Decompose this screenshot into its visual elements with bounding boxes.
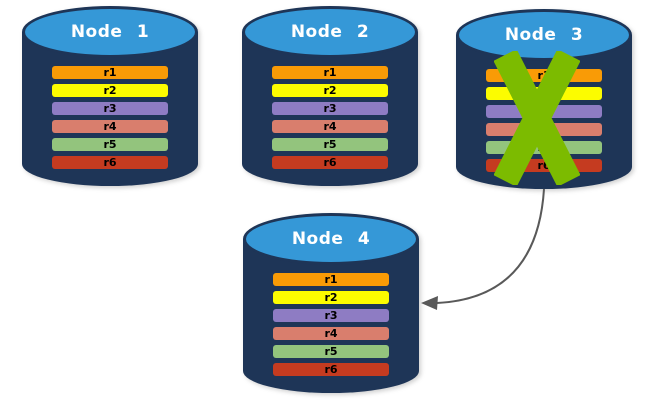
node-3-title: Node 3 <box>504 25 584 45</box>
node-3: Node 3 r1 r2 r3 r4 r5 r6 <box>456 9 632 189</box>
replica-row-r5: r5 <box>273 345 389 358</box>
replica-row-r6: r6 <box>272 156 388 169</box>
replica-row-r2: r2 <box>272 84 388 97</box>
node-3-cylinder-top: Node 3 <box>456 9 632 61</box>
node-4-replica-list: r1 r2 r3 r4 r5 r6 <box>273 273 389 376</box>
node-2-cylinder-top: Node 2 <box>242 6 418 58</box>
node-1-replica-list: r1 r2 r3 r4 r5 r6 <box>52 66 168 169</box>
node-1-title: Node 1 <box>70 22 150 42</box>
node-2-replica-list: r1 r2 r3 r4 r5 r6 <box>272 66 388 169</box>
node-2-title: Node 2 <box>290 22 370 42</box>
node-2: Node 2 r1 r2 r3 r4 r5 r6 <box>242 6 418 186</box>
failure-x-icon <box>494 51 580 185</box>
replica-row-r3: r3 <box>52 102 168 115</box>
node-1-cylinder-top: Node 1 <box>22 6 198 58</box>
replica-row-r3: r3 <box>273 309 389 322</box>
node-4-cylinder-top: Node 4 <box>243 213 419 265</box>
replica-row-r1: r1 <box>273 273 389 286</box>
failover-arrow-line <box>436 188 545 304</box>
replica-row-r4: r4 <box>52 120 168 133</box>
replica-row-r4: r4 <box>272 120 388 133</box>
node-1: Node 1 r1 r2 r3 r4 r5 r6 <box>22 6 198 186</box>
replica-row-r2: r2 <box>52 84 168 97</box>
replica-row-r6: r6 <box>52 156 168 169</box>
replica-row-r1: r1 <box>52 66 168 79</box>
node-4: Node 4 r1 r2 r3 r4 r5 r6 <box>243 213 419 393</box>
replica-row-r3: r3 <box>272 102 388 115</box>
replica-row-r2: r2 <box>273 291 389 304</box>
failover-arrowhead-icon <box>421 296 438 310</box>
replica-row-r1: r1 <box>272 66 388 79</box>
replica-row-r5: r5 <box>52 138 168 151</box>
replica-row-r6: r6 <box>273 363 389 376</box>
node-4-title: Node 4 <box>291 229 371 249</box>
replica-row-r5: r5 <box>272 138 388 151</box>
replica-row-r4: r4 <box>273 327 389 340</box>
failure-x-stroke-2 <box>494 51 580 185</box>
